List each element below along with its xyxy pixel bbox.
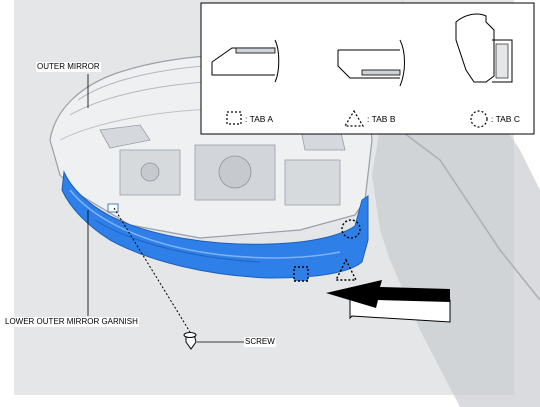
label-lower-garnish: LOWER OUTER MIRROR GARNISH: [4, 317, 139, 327]
tab-b-illustration: [337, 39, 405, 87]
tab-c-symbol: [470, 110, 488, 128]
removal-arrow: [326, 280, 451, 323]
tab-b-marker: [334, 258, 358, 281]
legend-box: [200, 2, 535, 135]
door-frame-edge: [399, 129, 540, 301]
legend-tab-c: : TAB C: [491, 114, 520, 124]
lower-outer-mirror-garnish: [61, 170, 369, 279]
legend-tab-a: : TAB A: [245, 114, 274, 124]
tab-c-marker: [341, 219, 361, 239]
label-outer-mirror: OUTER MIRROR: [36, 62, 101, 72]
tab-a-marker: [293, 266, 309, 282]
screw: [183, 332, 197, 350]
label-screw: SCREW: [244, 337, 276, 347]
tab-c-illustration: [455, 13, 513, 83]
tab-a-symbol: [226, 111, 242, 125]
tab-a-illustration: [211, 39, 280, 83]
screw-path-line: [113, 207, 191, 333]
legend-tab-b: : TAB B: [367, 114, 396, 124]
tab-b-symbol: [343, 109, 365, 127]
